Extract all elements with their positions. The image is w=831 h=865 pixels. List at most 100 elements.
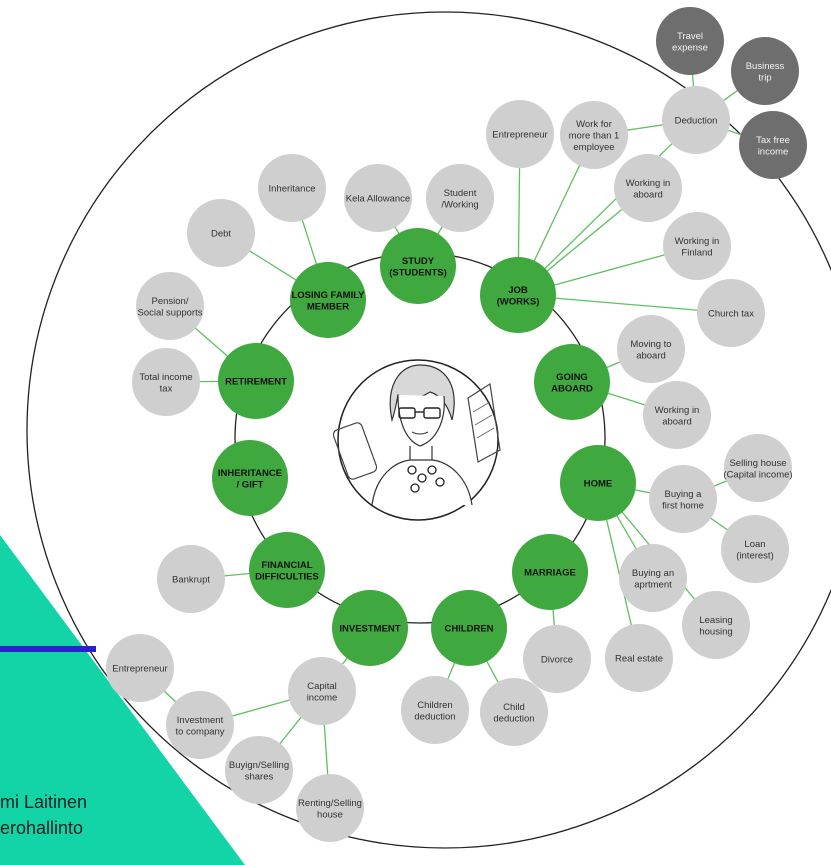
node-marriage: MARRIAGE bbox=[512, 534, 588, 610]
node-entrepreneur-inv: Entrepreneur bbox=[106, 634, 174, 702]
node-circle bbox=[649, 465, 717, 533]
node-label: Church tax bbox=[708, 309, 754, 320]
node-circle bbox=[721, 515, 789, 583]
node-deduction: Deduction bbox=[662, 86, 730, 154]
node-label: Bankrupt bbox=[172, 575, 210, 586]
node-circle bbox=[617, 315, 685, 383]
node-label: RETIREMENT bbox=[225, 377, 287, 388]
node-circle bbox=[187, 199, 255, 267]
node-home: HOME bbox=[560, 445, 636, 521]
node-circle bbox=[401, 676, 469, 744]
node-circle bbox=[560, 445, 636, 521]
node-circle bbox=[662, 86, 730, 154]
node-circle bbox=[697, 279, 765, 347]
node-study: STUDY(STUDENTS) bbox=[380, 228, 456, 304]
node-circle bbox=[332, 590, 408, 666]
node-circle bbox=[614, 154, 682, 222]
person-sketch-avatar bbox=[332, 359, 501, 521]
node-circle bbox=[480, 678, 548, 746]
node-circle bbox=[218, 343, 294, 419]
node-circle bbox=[656, 7, 724, 75]
node-circle bbox=[132, 348, 200, 416]
node-circle bbox=[739, 111, 807, 179]
credit-organization: erohallinto bbox=[0, 818, 84, 838]
node-debt: Debt bbox=[187, 199, 255, 267]
node-inheritance-gift: INHERITANCE/ GIFT bbox=[212, 440, 288, 516]
link-job-deduction bbox=[517, 119, 697, 296]
node-loan: Loan(interest) bbox=[721, 515, 789, 583]
node-student-working: Student/Working bbox=[426, 164, 494, 232]
node-circle bbox=[290, 262, 366, 338]
node-circle bbox=[426, 164, 494, 232]
node-label: MARRIAGE bbox=[524, 568, 576, 579]
node-investment: INVESTMENT bbox=[332, 590, 408, 666]
node-inheritance: Inheritance bbox=[258, 154, 326, 222]
node-circle bbox=[249, 532, 325, 608]
node-label: Selling house(Capital income) bbox=[723, 458, 792, 481]
node-retirement: RETIREMENT bbox=[218, 343, 294, 419]
node-label: Real estate bbox=[615, 654, 663, 665]
node-circle bbox=[682, 591, 750, 659]
node-label: INVESTMENT bbox=[339, 624, 400, 635]
node-circle bbox=[166, 691, 234, 759]
node-circle bbox=[296, 774, 364, 842]
node-label: Entrepreneur bbox=[112, 664, 167, 675]
node-circle bbox=[731, 37, 799, 105]
node-circle bbox=[380, 228, 456, 304]
node-circle bbox=[136, 272, 204, 340]
node-label: Pension/Social supports bbox=[138, 296, 203, 319]
node-label: Loan(interest) bbox=[736, 539, 773, 562]
node-circle bbox=[560, 101, 628, 169]
node-label: JOB(WORKS) bbox=[497, 285, 540, 308]
node-circle bbox=[288, 657, 356, 725]
teal-corner-shape bbox=[0, 535, 245, 865]
node-label: Student/Working bbox=[441, 188, 478, 211]
node-label: HOME bbox=[584, 479, 613, 490]
node-selling-house: Selling house(Capital income) bbox=[723, 434, 793, 502]
node-circle bbox=[431, 590, 507, 666]
node-circle bbox=[605, 624, 673, 692]
node-label: Kela Allowance bbox=[346, 194, 410, 205]
node-entrepreneur-job: Entrepreneur bbox=[486, 100, 554, 168]
blue-accent-bar bbox=[0, 646, 96, 652]
node-circle bbox=[258, 154, 326, 222]
node-circle bbox=[480, 257, 556, 333]
node-divorce: Divorce bbox=[523, 625, 591, 693]
node-circle bbox=[512, 534, 588, 610]
node-circle bbox=[523, 625, 591, 693]
